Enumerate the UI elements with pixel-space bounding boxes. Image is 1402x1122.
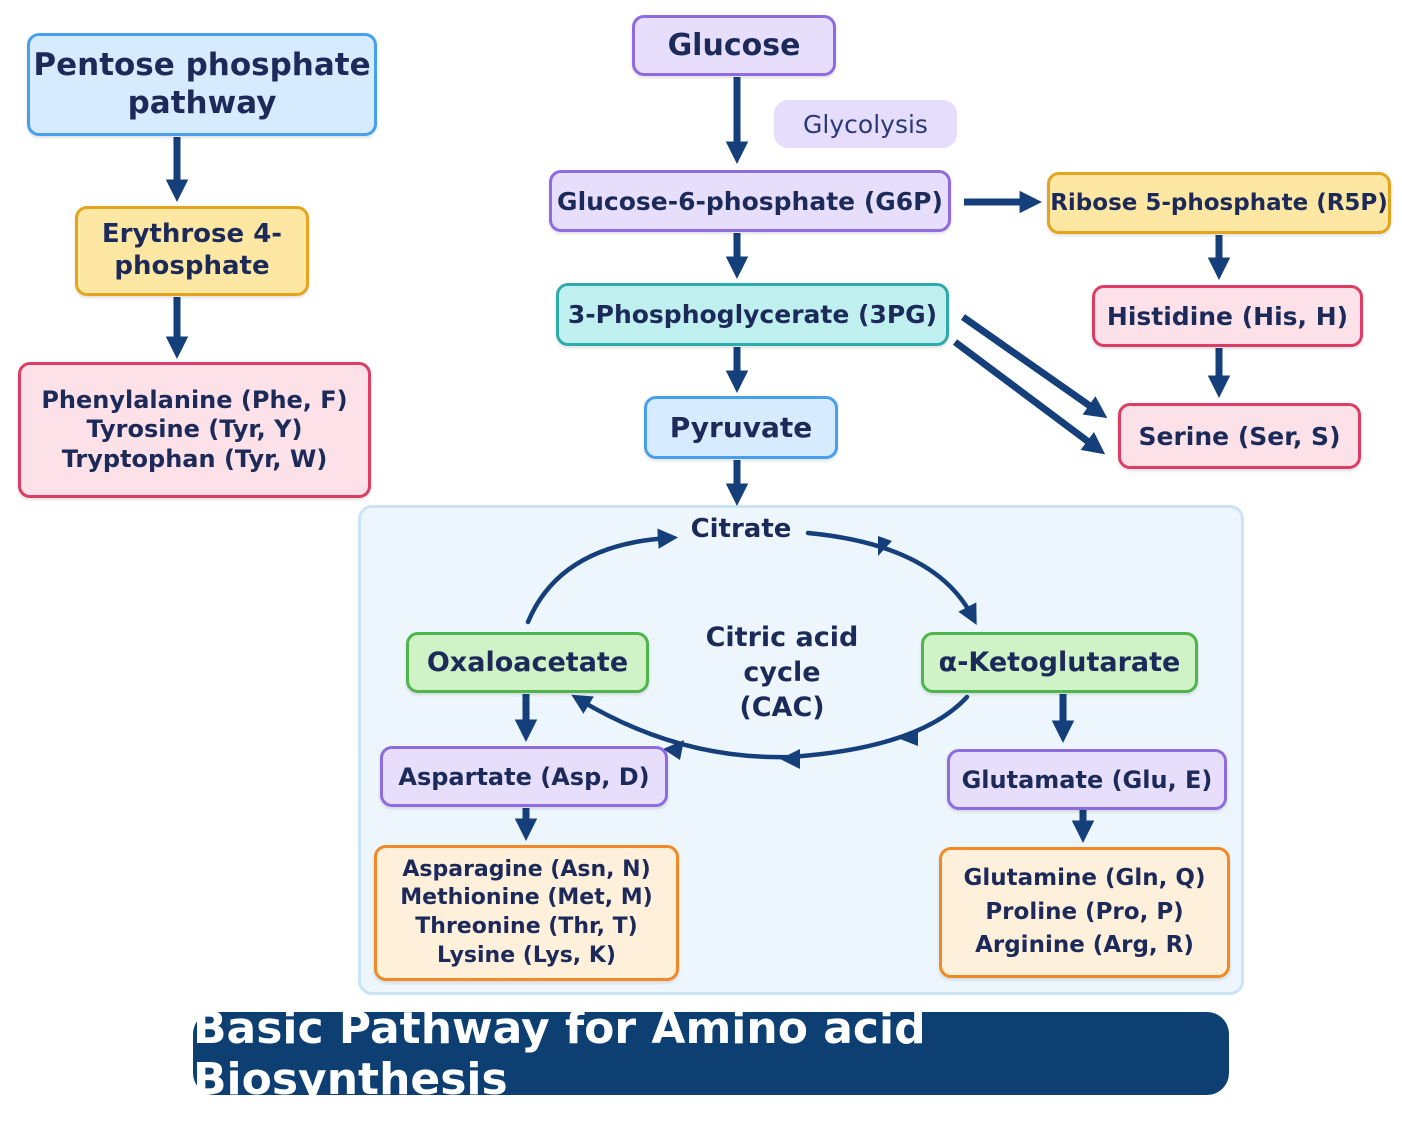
oxaloacetate-label: Oxaloacetate bbox=[426, 647, 629, 678]
ribose-5-phosphate-box: Ribose 5-phosphate (R5P) bbox=[1047, 172, 1391, 234]
arc-oxaloacetate-to-citrate bbox=[525, 528, 679, 625]
pentose-line-2: pathway bbox=[127, 84, 277, 121]
diagram-title: Basic Pathway for Amino acid Biosynthesi… bbox=[193, 1002, 926, 1105]
glutamine-label: Glutamine (Gln, Q) bbox=[963, 865, 1206, 892]
erythrose-4-phosphate-box: Erythrose 4- phosphate bbox=[75, 206, 309, 296]
arrow-3pg-to-serine-1 bbox=[960, 314, 1108, 419]
methionine-label: Methionine (Met, M) bbox=[400, 885, 653, 911]
glucose-label: Glucose bbox=[667, 28, 801, 63]
tyrosine-label: Tyrosine (Tyr, Y) bbox=[86, 415, 303, 444]
cac-center-label: Citric acid cycle (CAC) bbox=[664, 620, 900, 725]
asparagine-label: Asparagine (Asn, N) bbox=[402, 856, 651, 882]
arc-arrowhead-3 bbox=[780, 749, 800, 769]
erythrose-line-2: phosphate bbox=[114, 251, 270, 281]
3-phosphoglycerate-box: 3-Phosphoglycerate (3PG) bbox=[556, 283, 949, 346]
oxaloacetate-box: Oxaloacetate bbox=[406, 632, 649, 693]
aspartate-family-box: Asparagine (Asn, N) Methionine (Met, M) … bbox=[374, 845, 679, 981]
aspartate-box: Aspartate (Asp, D) bbox=[380, 746, 668, 807]
ketoglutarate-label: α-Ketoglutarate bbox=[938, 647, 1181, 678]
glucose-6-phosphate-box: Glucose-6-phosphate (G6P) bbox=[549, 170, 951, 232]
phenylalanine-label: Phenylalanine (Phe, F) bbox=[41, 386, 348, 415]
pyruvate-box: Pyruvate bbox=[644, 396, 838, 459]
citrate-label: Citrate bbox=[690, 514, 792, 544]
pyruvate-label: Pyruvate bbox=[669, 411, 813, 444]
g6p-label: Glucose-6-phosphate (G6P) bbox=[557, 186, 943, 216]
tryptophan-label: Tryptophan (Tyr, W) bbox=[61, 444, 328, 473]
glycolysis-label: Glycolysis bbox=[774, 100, 957, 148]
cac-line-2: (CAC) bbox=[739, 692, 825, 724]
glucose-box: Glucose bbox=[632, 15, 836, 76]
arc-arrowhead-4 bbox=[663, 740, 684, 760]
r5p-label: Ribose 5-phosphate (R5P) bbox=[1050, 190, 1388, 216]
glycolysis-text: Glycolysis bbox=[803, 109, 928, 139]
histidine-label: Histidine (His, H) bbox=[1106, 301, 1349, 331]
diagram-title-bar: Basic Pathway for Amino acid Biosynthesi… bbox=[193, 1003, 1229, 1105]
pentose-line-1: Pentose phosphate bbox=[33, 46, 371, 83]
3pg-label: 3-Phosphoglycerate (3PG) bbox=[567, 300, 938, 329]
aspartate-label: Aspartate (Asp, D) bbox=[398, 762, 650, 791]
arc-arrowhead-1 bbox=[878, 536, 892, 556]
histidine-box: Histidine (His, H) bbox=[1092, 285, 1363, 347]
threonine-label: Threonine (Thr, T) bbox=[415, 914, 638, 939]
lysine-label: Lysine (Lys, K) bbox=[437, 942, 616, 968]
arc-citrate-to-ketoglutarate bbox=[805, 530, 977, 625]
aromatic-amino-acids-box: Phenylalanine (Phe, F) Tyrosine (Tyr, Y)… bbox=[18, 362, 371, 498]
erythrose-line-1: Erythrose 4- bbox=[101, 219, 283, 250]
alpha-ketoglutarate-box: α-Ketoglutarate bbox=[921, 632, 1198, 693]
arginine-label: Arginine (Arg, R) bbox=[975, 932, 1194, 959]
glutamate-box: Glutamate (Glu, E) bbox=[947, 749, 1227, 810]
glutamate-label: Glutamate (Glu, E) bbox=[961, 765, 1213, 794]
serine-label: Serine (Ser, S) bbox=[1138, 421, 1341, 451]
proline-label: Proline (Pro, P) bbox=[985, 898, 1184, 925]
arc-arrowhead-2 bbox=[900, 728, 918, 746]
glutamate-family-box: Glutamine (Gln, Q) Proline (Pro, P) Argi… bbox=[939, 847, 1230, 978]
arrow-3pg-to-serine-2 bbox=[952, 339, 1106, 455]
serine-box: Serine (Ser, S) bbox=[1118, 403, 1361, 469]
cac-line-1: Citric acid cycle bbox=[705, 622, 859, 689]
pentose-phosphate-pathway-box: Pentose phosphate pathway bbox=[27, 33, 377, 136]
